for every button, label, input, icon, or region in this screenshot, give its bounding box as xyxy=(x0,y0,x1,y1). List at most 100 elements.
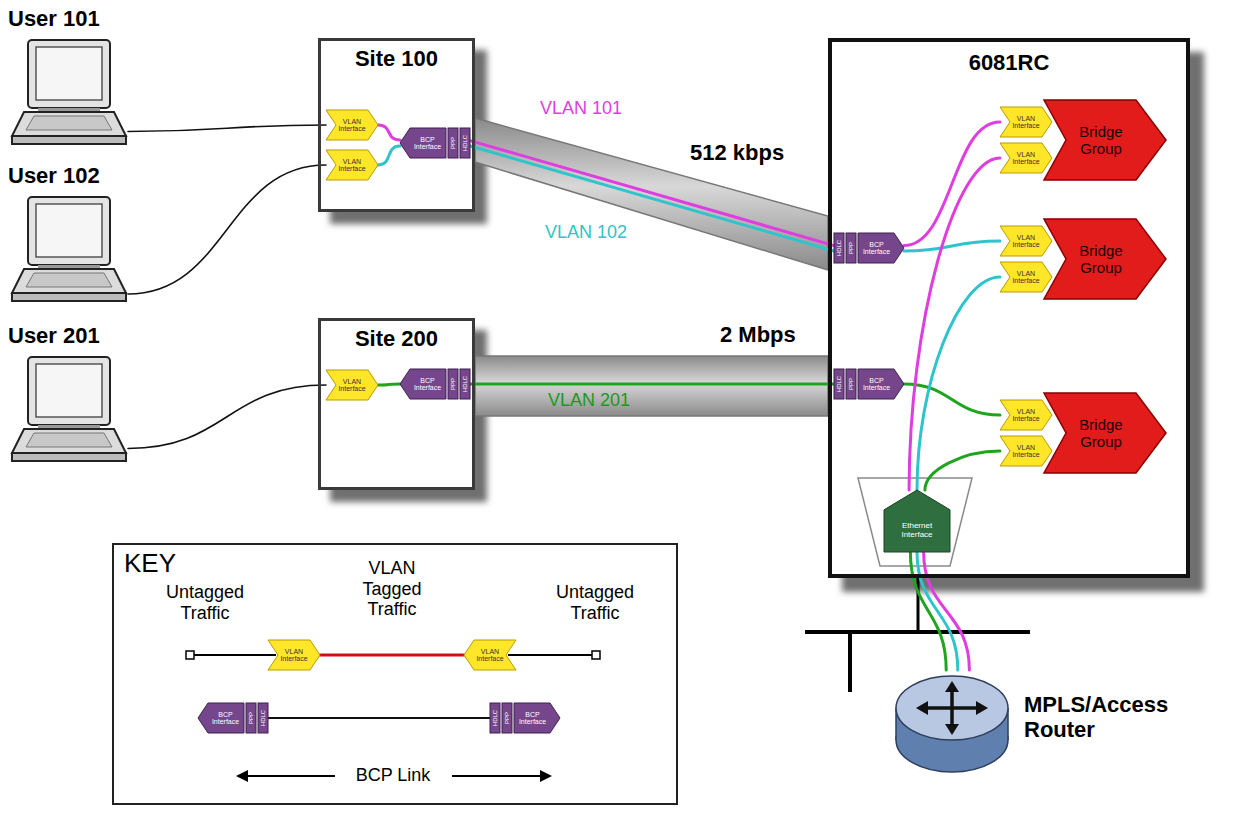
laptop-display xyxy=(36,364,102,417)
bcp-shape xyxy=(858,369,904,399)
interface-label: VLAN Interface xyxy=(1010,115,1042,130)
laptop-screen xyxy=(28,357,110,425)
vlan-shape xyxy=(1000,226,1052,256)
text-holder: HDLC xyxy=(834,369,844,399)
text-holder: PPP xyxy=(448,128,458,158)
connector xyxy=(904,241,1000,251)
span-arrow xyxy=(452,775,542,777)
arrow-head xyxy=(540,770,552,782)
text-holder: BCP Interface xyxy=(410,128,445,158)
protocol-label: PPP xyxy=(450,137,456,149)
protocol-block xyxy=(846,233,856,263)
user-laptop: User 101 xyxy=(8,38,128,148)
connector xyxy=(378,146,400,165)
vlan-shape xyxy=(1000,436,1052,466)
interface-label: BCP Interface xyxy=(208,711,243,726)
connector xyxy=(917,277,1000,490)
text-holder: PPP xyxy=(246,703,256,733)
vlan-interface: VLAN Interface xyxy=(1000,436,1052,466)
interface-label: BCP Interface xyxy=(859,377,894,392)
port-square xyxy=(592,651,600,659)
protocol-label: PPP xyxy=(450,378,456,390)
vlan-shape xyxy=(1000,107,1052,137)
text-holder: VLAN Interface xyxy=(336,110,368,140)
port-square xyxy=(186,651,194,659)
speed-label: 512 kbps xyxy=(690,140,784,165)
connector xyxy=(925,451,1000,490)
text-holder: PPP xyxy=(502,703,512,733)
laptop-base xyxy=(12,429,126,453)
interface-label: VLAN Interface xyxy=(1010,270,1042,285)
ethernet-interface: Ethernet Interface xyxy=(884,490,950,552)
connector xyxy=(320,654,464,657)
vlan-interface: VLAN Interface xyxy=(1000,400,1052,430)
text-holder: VLAN Interface xyxy=(1010,262,1042,292)
text-holder: VLAN Interface xyxy=(474,640,506,670)
bcp-interface: BCP InterfaceHDLCPPP xyxy=(834,233,904,263)
arrow-head xyxy=(945,724,959,735)
protocol-block xyxy=(448,128,458,158)
key-title: KEY xyxy=(124,549,176,579)
text-holder: BCP Interface xyxy=(410,369,445,399)
vlan-shape xyxy=(268,640,320,670)
vlan-interface: VLAN Interface xyxy=(326,150,378,180)
arrow-head xyxy=(945,681,959,692)
bcp-interface: BCP InterfaceHDLCPPP xyxy=(490,703,560,733)
protocol-block xyxy=(846,369,856,399)
protocol-label: HDLC xyxy=(462,376,468,392)
protocol-block xyxy=(834,369,844,399)
interface-label: Ethernet Interface xyxy=(886,522,948,540)
connector xyxy=(128,165,326,294)
key-label: BCP Link xyxy=(345,765,441,786)
box-fill xyxy=(318,38,475,212)
interface-label: VLAN Interface xyxy=(474,648,506,663)
span-arrow xyxy=(246,775,335,777)
laptop-keyboard xyxy=(26,433,112,447)
bridge-label: Bridge Group xyxy=(1068,242,1134,277)
bridge-group: Bridge Group xyxy=(1044,219,1166,299)
bus-wire xyxy=(805,630,1030,634)
vlan-interface: VLAN Interface xyxy=(1000,226,1052,256)
untagged-line xyxy=(194,654,276,656)
vlan-shape xyxy=(1000,400,1052,430)
text-holder: HDLC xyxy=(258,703,268,733)
connector xyxy=(909,158,1000,490)
connector xyxy=(378,125,400,140)
bridge-group: Bridge Group xyxy=(1044,393,1166,473)
connector xyxy=(904,122,1000,246)
laptop-base xyxy=(12,112,126,136)
user-label: User 201 xyxy=(8,323,100,348)
protocol-label: PPP xyxy=(848,378,854,390)
text-holder: VLAN Interface xyxy=(1010,226,1042,256)
vlan-shape xyxy=(326,150,378,180)
text-holder: HDLC xyxy=(460,128,470,158)
box-fill xyxy=(828,38,1190,578)
connector xyxy=(378,384,400,385)
laptop-keyboard xyxy=(26,273,112,287)
laptop-front xyxy=(12,453,126,461)
connector xyxy=(268,717,490,719)
text-holder: VLAN Interface xyxy=(1010,107,1042,137)
laptop-display xyxy=(36,47,102,100)
site-box: Site 200VLAN InterfaceBCP InterfacePPPHD… xyxy=(318,318,475,490)
laptop-display xyxy=(36,204,102,257)
site-title: Site 200 xyxy=(321,326,472,351)
vlan-shape xyxy=(1000,262,1052,292)
bridge-shape xyxy=(1044,393,1166,473)
interface-label: VLAN Interface xyxy=(336,118,368,133)
laptop-front xyxy=(12,136,126,144)
interface-housing xyxy=(858,478,972,566)
connector xyxy=(470,141,834,246)
laptop-base xyxy=(12,269,126,293)
bus-wire xyxy=(848,632,852,692)
mpls-router: MPLS/Access Router xyxy=(894,670,1010,776)
protocol-label: HDLC xyxy=(836,240,842,256)
vlan-interface: VLAN Interface xyxy=(326,110,378,140)
vlan-shape xyxy=(326,370,378,400)
interface-label: BCP Interface xyxy=(515,711,550,726)
bridge-group: Bridge Group xyxy=(1044,100,1166,180)
box-fill xyxy=(112,543,678,805)
vlan-label: VLAN 101 xyxy=(540,98,622,119)
protocol-block xyxy=(246,703,256,733)
protocol-label: PPP xyxy=(504,712,510,724)
